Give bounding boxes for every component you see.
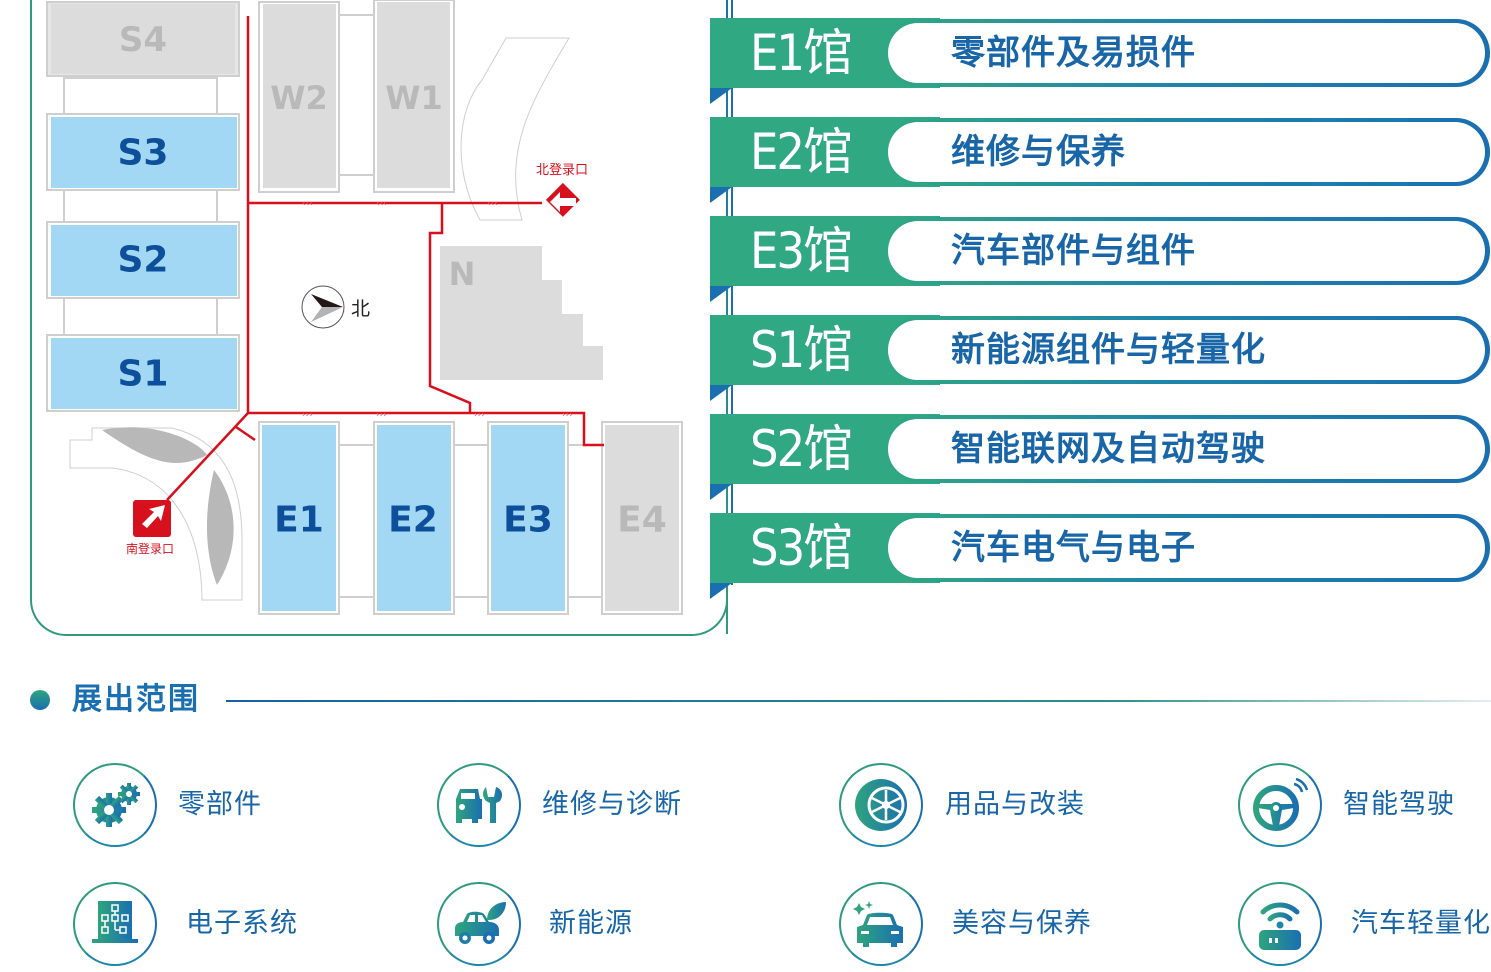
hall-S3-label: S3 (118, 133, 169, 174)
hall-topic: 维修与保养 (951, 132, 1126, 172)
hall-name: S1馆 (750, 321, 853, 379)
visitor-route (166, 16, 604, 501)
svg-text:‹‹‹: ‹‹‹ (487, 199, 498, 209)
section-title: 展出范围 (72, 682, 200, 717)
north-entrance-building (460, 37, 570, 221)
hall-topic: 新能源组件与轻量化 (951, 330, 1266, 370)
section-divider (226, 700, 1491, 702)
hall-name: S3馆 (750, 519, 853, 577)
hall-E4[interactable]: E4 (601, 421, 683, 615)
hall-S2[interactable]: S2 (46, 221, 240, 299)
hall-E2[interactable]: E2 (373, 421, 455, 615)
floor-map-panel: S4 S3 S2 S1 W2 W1 N (30, 0, 728, 636)
svg-text:›››: ››› (562, 410, 573, 420)
hall-topic: 汽车部件与组件 (951, 231, 1196, 271)
hall-E1[interactable]: E1 (258, 421, 340, 615)
category-label: 美容与保养 (952, 908, 1092, 939)
hall-W1[interactable]: W1 (373, 0, 455, 193)
hall-list-item[interactable]: 维修与保养 E2馆 (710, 117, 1491, 203)
compass-icon (301, 285, 345, 329)
eco-car-icon (455, 902, 506, 944)
hall-list-item[interactable]: 汽车电气与电子 S3馆 (710, 513, 1491, 599)
hall-topic: 汽车电气与电子 (951, 528, 1196, 568)
svg-text:‹‹‹: ‹‹‹ (302, 199, 313, 209)
hall-list-rail (731, 0, 733, 585)
hall-list: 零部件及易损件 E1馆 维修与保养 E2馆 汽车部件与组件 E3馆 新能源组件与… (710, 0, 1491, 640)
hall-name: E3馆 (750, 222, 853, 280)
hall-W2[interactable]: W2 (258, 1, 340, 193)
hall-list-item[interactable]: 汽车部件与组件 E3馆 (710, 216, 1491, 302)
hall-E1-label: E1 (274, 500, 324, 541)
category-label: 零部件 (178, 789, 262, 820)
hall-topic: 智能联网及自动驾驶 (951, 429, 1266, 469)
category-label: 电子系统 (186, 908, 298, 939)
north-entrance-marker[interactable] (545, 182, 580, 217)
floor-map: S4 S3 S2 S1 W2 W1 N (46, 0, 683, 615)
hall-E2-label: E2 (388, 500, 438, 541)
bullet-dot-icon (30, 690, 50, 710)
hall-S2-label: S2 (118, 240, 169, 281)
route-arrows: ‹‹‹ ‹‹‹ ‹‹‹ ››› ››› ››› ››› (302, 199, 573, 420)
hall-S4[interactable]: S4 (46, 1, 240, 77)
circuit-laptop-icon (92, 901, 138, 943)
shiny-car-icon (853, 901, 903, 947)
car-wrench-icon (456, 787, 503, 823)
hall-S3[interactable]: S3 (46, 113, 240, 191)
hall-S1-label: S1 (118, 354, 169, 395)
svg-text:›››: ››› (376, 410, 387, 420)
category-label: 用品与改装 (945, 789, 1085, 820)
compass-label: 北 (351, 298, 370, 320)
hall-E4-label: E4 (617, 500, 667, 541)
hall-list-item[interactable]: 零部件及易损件 E1馆 (710, 18, 1491, 104)
svg-text:‹‹‹: ‹‹‹ (376, 199, 387, 209)
wheel-icon (855, 779, 907, 831)
hall-name: S2馆 (750, 420, 853, 478)
hall-S4-label: S4 (119, 20, 167, 60)
category-label: 新能源 (549, 908, 633, 939)
category-label: 汽车轻量化 (1351, 908, 1491, 939)
gears-icon (92, 783, 140, 827)
category-label: 维修与诊断 (542, 789, 682, 820)
south-entrance-marker[interactable] (133, 500, 171, 537)
south-entrance-label: 南登录口 (126, 541, 174, 556)
hall-topic: 零部件及易损件 (951, 33, 1196, 73)
hall-list-item[interactable]: 新能源组件与轻量化 S1馆 (710, 315, 1491, 401)
hall-S1[interactable]: S1 (46, 334, 240, 412)
south-entrance-plaza (69, 427, 243, 601)
hall-list-item[interactable]: 智能联网及自动驾驶 S2馆 (710, 414, 1491, 500)
category-label: 智能驾驶 (1343, 789, 1455, 820)
north-entrance-label: 北登录口 (536, 163, 588, 178)
hall-name: E1馆 (750, 24, 853, 82)
hall-W2-label: W2 (270, 79, 328, 117)
svg-text:›››: ››› (474, 410, 485, 420)
svg-text:›››: ››› (302, 410, 313, 420)
hall-E3[interactable]: E3 (487, 421, 569, 615)
section-heading: 展出范围 (30, 680, 1491, 720)
steering-wheel-icon (1253, 778, 1308, 831)
hall-E3-label: E3 (503, 500, 553, 541)
hall-N-label: N (449, 255, 476, 293)
hall-N[interactable]: N (440, 246, 603, 380)
hall-W1-label: W1 (385, 79, 443, 117)
wireless-device-icon (1259, 902, 1301, 950)
hall-name: E2馆 (750, 123, 853, 181)
